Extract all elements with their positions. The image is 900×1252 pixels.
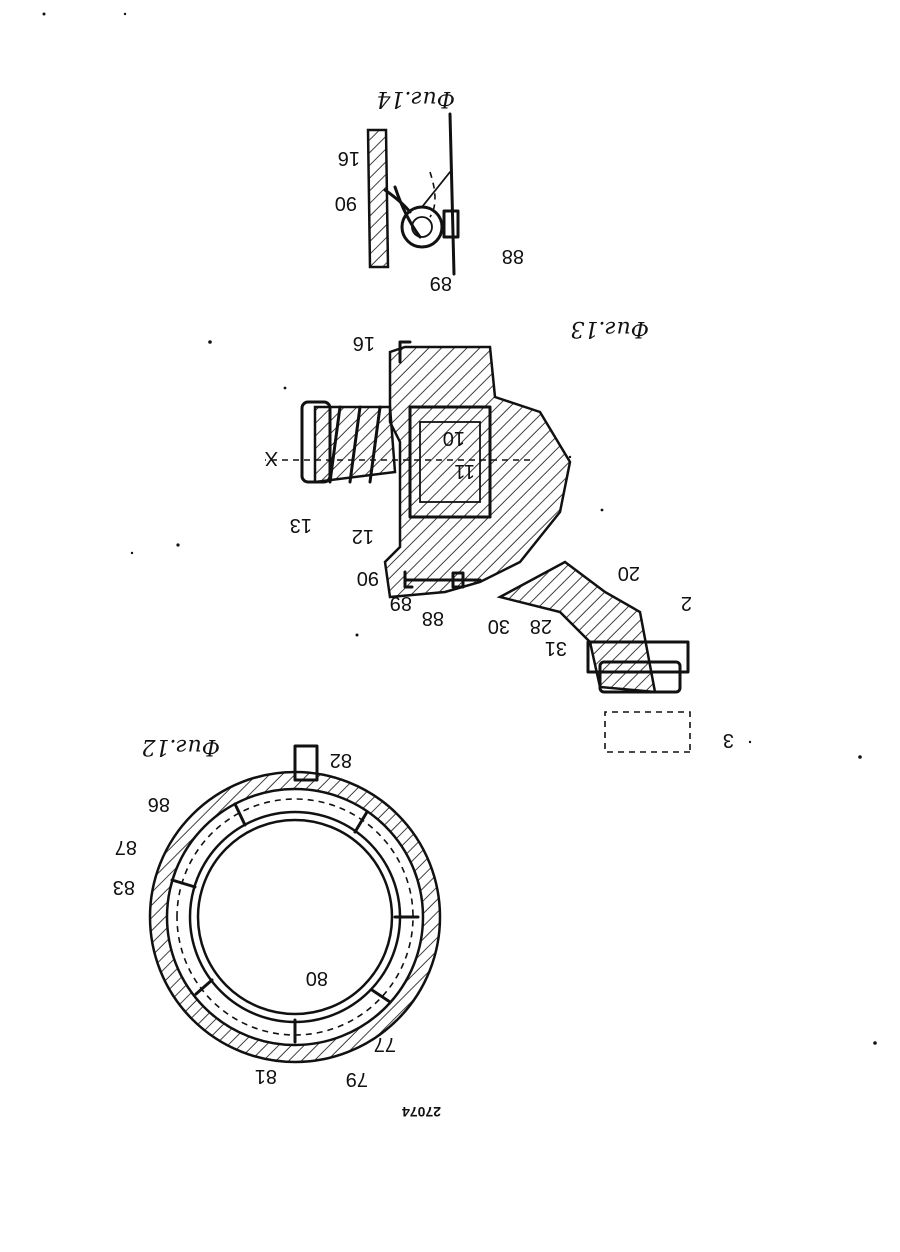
fig13-label-10: 10 [443,427,465,449]
fig14-side-line [450,114,454,274]
fig12-bore [198,820,392,1014]
fig13-label-30: 30 [488,615,510,637]
document-number: 27074 [402,1104,441,1120]
fig13-label-89: 89 [390,592,412,614]
fig12-label-80: 80 [306,967,328,989]
figure-12 [150,746,440,1062]
fig12-label-81: 81 [255,1065,277,1087]
fig14-eye [402,207,442,247]
fig13-part-3 [605,712,690,752]
fig13-label-20: 20 [618,562,640,584]
fig12-label-87: 87 [115,836,137,858]
fig13-label-16: 16 [353,332,375,354]
fig14-label-16: 16 [338,147,360,169]
fig13-label-13: 13 [290,514,312,536]
fig14-label-90: 90 [335,192,357,214]
fig14-label-88: 88 [502,245,524,267]
fig13-label-11: 11 [454,460,475,482]
fig14-caption: Фиг.14 [376,86,455,111]
fig12-caption: Фиг.12 [141,734,220,759]
figure-13 [265,342,690,752]
fig13-label-3: 3 [723,729,734,751]
fig12-label-83: 83 [113,876,135,898]
fig13-label-88: 88 [422,607,444,629]
figure-14 [368,114,458,274]
fig14-strap [422,172,450,207]
fig14-plate [368,130,388,267]
fig13-label-2: 2 [681,592,692,614]
fig13-label-x: X [265,447,278,469]
fig13-housing [385,347,570,597]
fig14-label-89: 89 [430,272,452,294]
fig12-label-79: 79 [346,1068,368,1090]
fig14-pin [444,211,458,237]
fig13-caption: Фиг.13 [570,316,649,341]
fig13-label-12: 12 [352,525,374,547]
fig14-hole [412,217,432,237]
fig12-label-82: 82 [330,749,352,771]
fig12-label-77: 77 [374,1033,396,1055]
fig12-label-86: 86 [148,793,170,815]
fig13-label-90: 90 [357,567,379,589]
fig13-label-28: 28 [530,615,552,637]
fig13-label-31: 31 [545,637,567,659]
